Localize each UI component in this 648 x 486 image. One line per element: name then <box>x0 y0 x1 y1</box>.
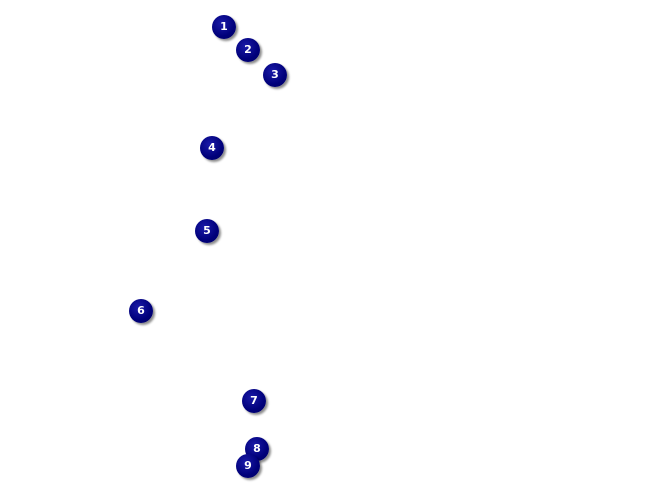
numbered-marker-1[interactable]: 1 <box>212 15 236 39</box>
numbered-marker-6[interactable]: 6 <box>129 299 153 323</box>
numbered-marker-9[interactable]: 9 <box>236 454 260 478</box>
numbered-marker-4[interactable]: 4 <box>200 136 224 160</box>
numbered-marker-3[interactable]: 3 <box>263 63 287 87</box>
numbered-marker-2[interactable]: 2 <box>236 38 260 62</box>
numbered-marker-7[interactable]: 7 <box>242 389 266 413</box>
numbered-marker-5[interactable]: 5 <box>195 219 219 243</box>
